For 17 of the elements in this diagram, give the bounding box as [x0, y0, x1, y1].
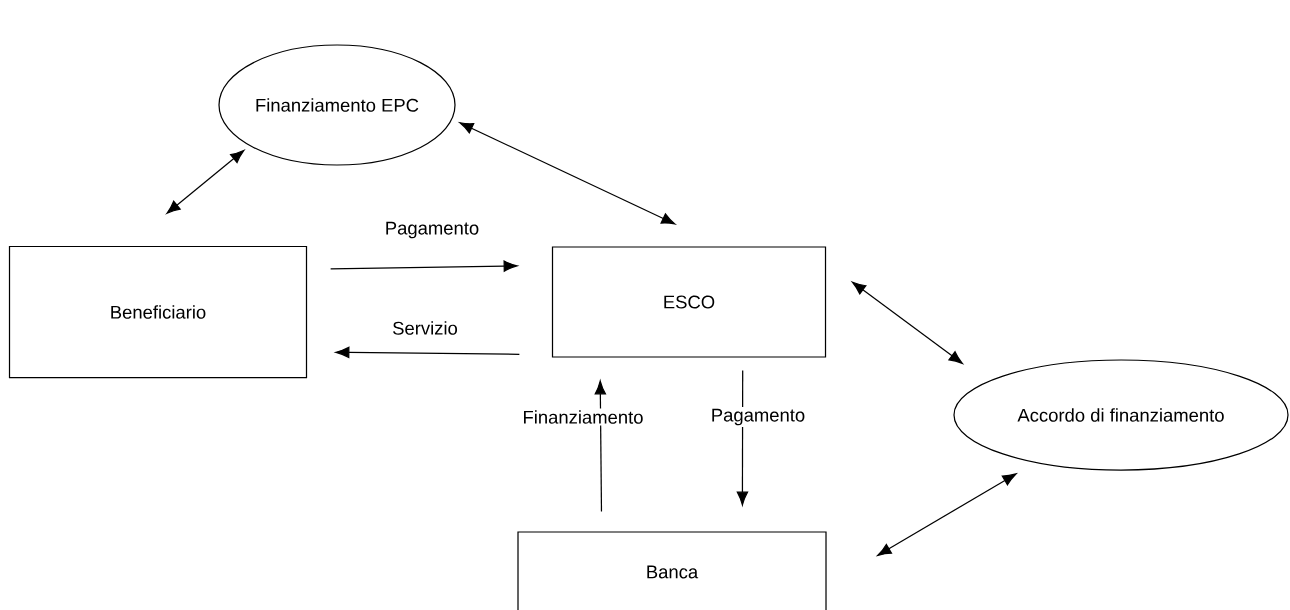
arrow [736, 370, 749, 506]
arrow [851, 281, 963, 364]
arrow [330, 260, 518, 272]
ellipse-node: Accordo di finanziamento [953, 359, 1289, 471]
ellipse-node: Finanziamento EPC [218, 44, 456, 166]
process-box: ESCO [551, 246, 827, 358]
edge-label: Finanziamento [520, 408, 646, 426]
edge-label: Pagamento [709, 407, 807, 427]
edge-label: Pagamento [383, 220, 481, 240]
process-box: Beneficiario [8, 245, 308, 379]
arrow [459, 122, 676, 225]
process-box: Banca [517, 531, 827, 610]
arrow [166, 149, 245, 214]
arrow [594, 380, 607, 512]
arrow [877, 473, 1017, 556]
arrow [335, 346, 520, 359]
edge-label: Servizio [390, 319, 460, 337]
